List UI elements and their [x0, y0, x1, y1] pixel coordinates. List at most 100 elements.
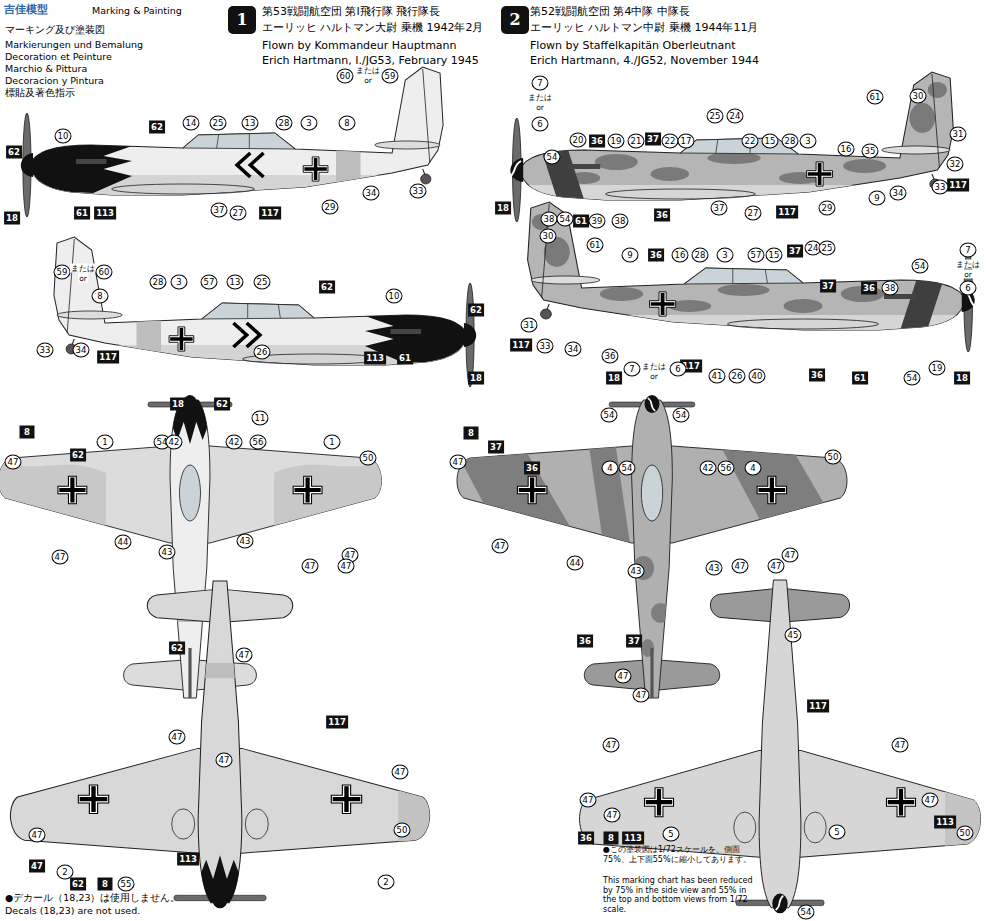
decal-number: 36 [577, 635, 593, 648]
decal-number: 36 [654, 209, 670, 222]
alternative-note: or [649, 372, 659, 381]
callout-number: 43 [237, 534, 254, 549]
decal-number: 117 [97, 351, 119, 364]
callout-number: 37 [711, 201, 728, 216]
decal-number: 36 [589, 135, 605, 148]
callout-number: 15 [766, 248, 783, 263]
callout-number: 47 [615, 669, 632, 684]
callout-number: 14 [183, 116, 200, 131]
callout-number: 61 [867, 90, 884, 105]
callout-number: 47 [169, 730, 186, 745]
decal-number: 117 [947, 179, 969, 192]
alternative-note: または [955, 260, 981, 269]
callout-number: 56 [718, 461, 735, 476]
callout-number: 27 [745, 206, 762, 221]
decal-number: 117 [259, 207, 281, 220]
callout-number: 42 [166, 435, 183, 450]
callout-number: 60 [96, 265, 113, 280]
callout-number: 4 [602, 461, 619, 476]
callout-number: 44 [567, 556, 584, 571]
callout-number: 50 [360, 451, 377, 466]
side-view [509, 72, 969, 225]
decal-number: 117 [776, 206, 798, 219]
callout-number: 50 [957, 826, 974, 841]
decal-number: 36 [578, 832, 594, 845]
decal-number: 62 [319, 281, 335, 294]
callout-number: 27 [230, 206, 247, 221]
alternative-note: または [70, 264, 96, 273]
callout-number: 13 [242, 116, 259, 131]
marking-title: エーリッヒ ハルトマン大尉 乗機 1942年2月 [262, 21, 483, 35]
scale-note: ●この塗装図は1/72スケールを、側面75%、上下面55%に縮小してあります。 [603, 845, 755, 864]
decal-number: 18 [468, 372, 484, 385]
callout-number: 22 [662, 134, 679, 149]
decal-number: 61 [74, 207, 90, 220]
alternative-note: or [963, 270, 973, 279]
callout-number: 47 [392, 765, 409, 780]
callout-number: 45 [785, 628, 802, 643]
callout-number: 47 [216, 753, 233, 768]
side-view [511, 202, 975, 355]
marking-number-badge: 1 [228, 6, 256, 34]
callout-number: 36 [602, 349, 619, 364]
header-text: マーキング及び塗装図 [5, 24, 105, 36]
callout-number: 9 [622, 248, 639, 263]
callout-number: 19 [929, 361, 946, 376]
decal-number: 36 [809, 369, 825, 382]
callout-number: 47 [52, 550, 69, 565]
callout-number: 47 [732, 559, 749, 574]
callout-number: 54 [798, 905, 815, 920]
decal-number: 117 [326, 716, 348, 729]
callout-number: 22 [742, 134, 759, 149]
decal-number: 62 [214, 398, 230, 411]
decal-number: 37 [787, 245, 803, 258]
callout-number: 31 [521, 318, 538, 333]
callout-number: 43 [159, 545, 176, 560]
decal-number: 61 [573, 215, 589, 228]
callout-number: 28 [276, 116, 293, 131]
callout-number: 7 [532, 76, 549, 91]
decal-number: 36 [648, 249, 664, 262]
decal-number: 37 [820, 280, 836, 293]
callout-number: 60 [337, 69, 354, 84]
callout-number: 57 [201, 275, 218, 290]
callout-number: 10 [55, 129, 72, 144]
callout-number: 26 [729, 369, 746, 384]
callout-number: 25 [254, 275, 271, 290]
callout-number: 57 [748, 248, 765, 263]
callout-number: 15 [762, 134, 779, 149]
side-view [39, 225, 477, 387]
decal-number: 62 [70, 878, 86, 891]
decal-number: 8 [98, 878, 113, 891]
callout-number: 19 [608, 134, 625, 149]
decal-number: 61 [852, 372, 868, 385]
alternative-note: または [355, 66, 381, 75]
decal-number: 113 [94, 207, 116, 220]
callout-number: 25 [210, 116, 227, 131]
marking-title: エーリッヒ ハルトマン中尉 乗機 1944年11月 [530, 21, 758, 35]
callout-number: 25 [707, 109, 724, 124]
callout-number: 43 [706, 561, 723, 576]
decal-number: 62 [169, 642, 185, 655]
decal-number: 113 [177, 853, 199, 866]
decal-number: 62 [70, 449, 86, 462]
callout-number: 54 [912, 259, 929, 274]
decal-number: 18 [4, 212, 20, 225]
callout-number: 39 [589, 214, 606, 229]
callout-number: 7 [624, 362, 641, 377]
callout-number: 47 [633, 688, 650, 703]
callout-number: 47 [782, 548, 799, 563]
callout-number: 32 [947, 157, 964, 172]
marking-title: Flown by Staffelkapitän Oberleutnant [530, 39, 736, 53]
callout-number: 10 [386, 289, 403, 304]
callout-number: 28 [782, 134, 799, 149]
callout-number: 5 [663, 827, 680, 842]
callout-number: 34 [565, 342, 582, 357]
callout-number: 43 [628, 564, 645, 579]
decal-number: 37 [488, 441, 504, 454]
marking-number: 1 [236, 11, 247, 29]
alternative-note: or [535, 103, 545, 112]
alternative-note: または [527, 93, 553, 102]
